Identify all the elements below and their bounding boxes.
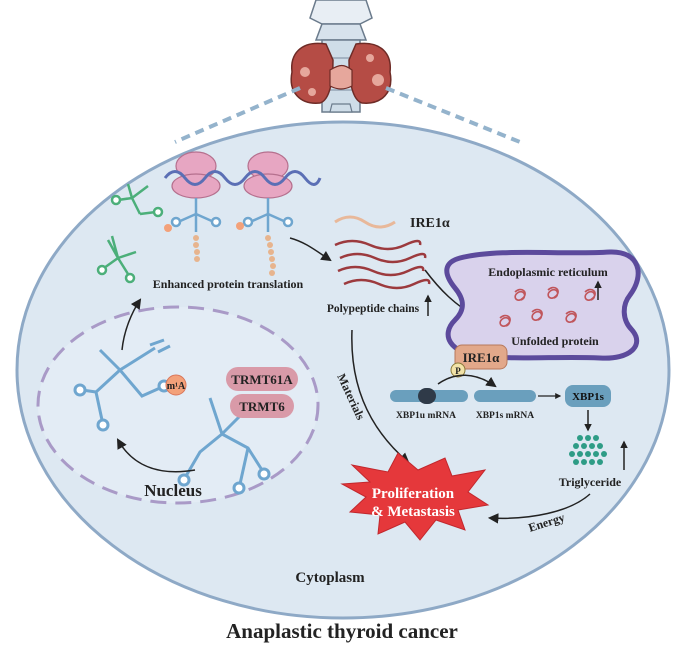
nucleus-label: Nucleus	[144, 481, 202, 500]
figure-title: Anaplastic thyroid cancer	[226, 619, 458, 643]
xbp1s-mrna-bar	[474, 390, 536, 402]
export-arrow	[121, 298, 142, 351]
nucleus-cycle-arrow	[116, 438, 196, 473]
xbp1u-intron	[418, 388, 436, 404]
triglyceride-dots	[569, 435, 607, 465]
ire1a-strand	[334, 215, 396, 229]
polypeptide-label: Polypeptide chains	[327, 303, 420, 315]
materials-arrow	[351, 329, 410, 464]
splicing-arrow	[437, 374, 497, 388]
m1a-label: m¹A	[167, 381, 186, 392]
energy-arrow	[487, 493, 591, 524]
trna-green-bottom	[96, 235, 137, 284]
amino-acid-dot	[236, 222, 244, 230]
thyroid-illustration	[290, 0, 392, 113]
peptide-chain-beads	[193, 235, 276, 276]
phospho-marker	[450, 362, 466, 378]
triglyceride-label: Triglyceride	[559, 475, 622, 489]
polypeptide-chains	[334, 239, 431, 290]
proliferation-line2: & Metastasis	[371, 504, 455, 520]
cytoplasm-label: Cytoplasm	[295, 570, 365, 586]
ribosome-1	[171, 151, 221, 199]
trmt6-pill	[230, 394, 294, 418]
ire1a-box-label: IRE1α	[463, 350, 501, 365]
trmt6-label: TRMT6	[239, 399, 285, 414]
phospho-label: P	[455, 366, 461, 376]
trmt61a-pill	[226, 367, 298, 391]
unfolded-label: Unfolded protein	[511, 334, 599, 348]
translation-arrow	[289, 237, 332, 262]
trna-nucleus-right	[177, 397, 271, 495]
xbp1s-box	[565, 385, 611, 407]
trmt61a-label: TRMT61A	[231, 372, 293, 387]
enhanced-translation-label: Enhanced protein translation	[153, 277, 304, 291]
xbp1s-mrna-label: XBP1s mRNA	[476, 411, 534, 421]
xbp1s-label: XBP1s	[572, 391, 605, 403]
amino-acid-dot	[164, 224, 172, 232]
ire1a-top-label: IRE1α	[410, 216, 450, 231]
proliferation-burst	[340, 452, 490, 541]
unfolded-proteins	[499, 286, 596, 327]
proliferation-line1: Proliferation	[372, 486, 455, 502]
mrna-strand	[163, 170, 322, 186]
ire1a-box	[454, 344, 508, 370]
trna-ribosome-1	[170, 198, 222, 232]
zoom-line-left	[174, 86, 301, 144]
trna-green-top	[110, 183, 164, 218]
trna-ribosome-2	[242, 198, 294, 232]
er-label: Endoplasmic reticulum	[488, 265, 607, 279]
endoplasmic-reticulum	[444, 249, 641, 361]
m1a-marker	[165, 374, 187, 396]
zoom-line-right	[385, 86, 521, 144]
xbp1u-label: XBP1u mRNA	[396, 411, 456, 421]
